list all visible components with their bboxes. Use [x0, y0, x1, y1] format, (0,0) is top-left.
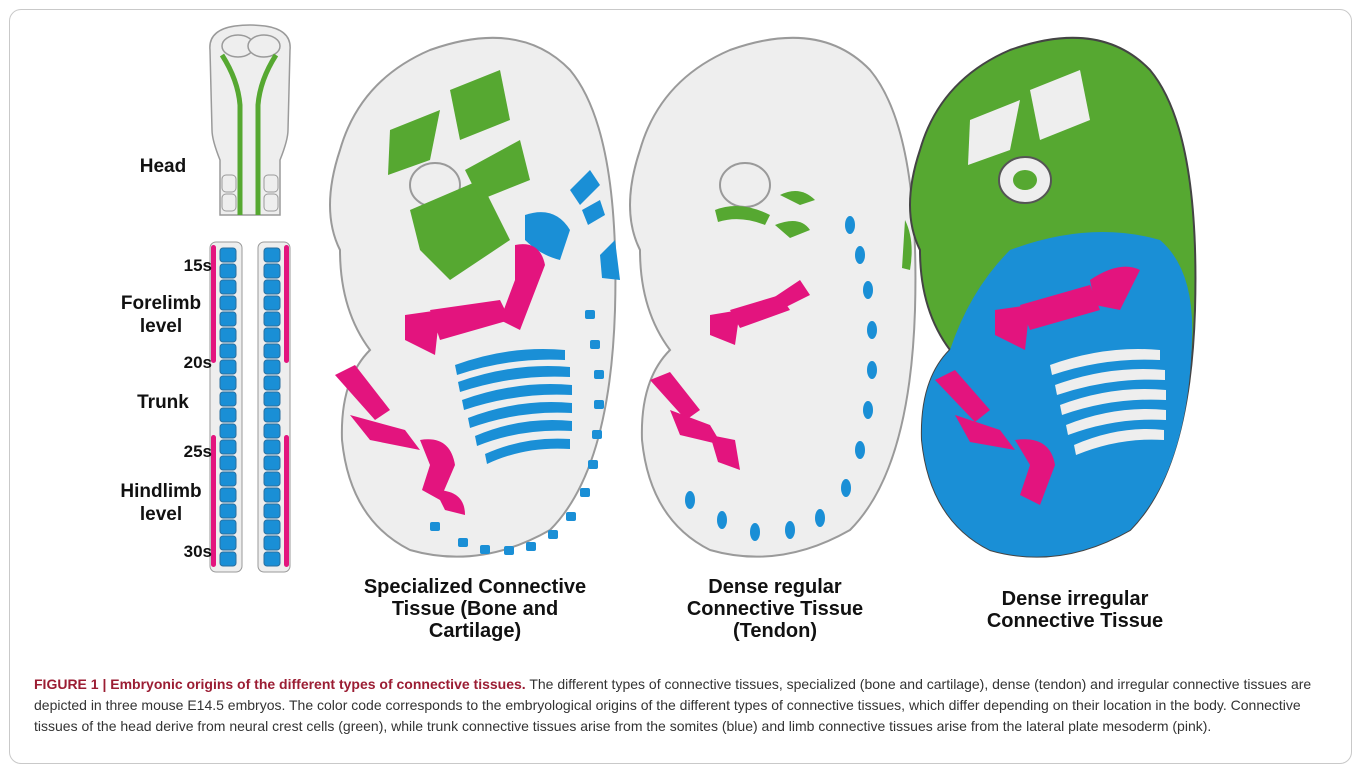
somite-column-diagram [210, 242, 290, 572]
figure-caption: FIGURE 1 | Embryonic origins of the diff… [34, 674, 1346, 737]
somite-stage-25s: 25s [152, 442, 212, 462]
figure-illustration [10, 10, 1351, 670]
figure-panel: Head Forelimb level Trunk Hindlimb level… [9, 9, 1352, 764]
panel-title-dense-irregular: Dense irregular Connective Tissue [960, 588, 1190, 632]
figure-caption-label: FIGURE 1 | Embryonic origins of the diff… [34, 676, 526, 692]
label-hindlimb-level: Hindlimb level [106, 480, 216, 526]
neural-tube-head-diagram [210, 25, 290, 215]
embryo-dense-regular [630, 38, 915, 557]
embryo-specialized [330, 38, 620, 570]
label-trunk: Trunk [118, 392, 208, 414]
somite-stage-15s: 15s [152, 256, 212, 276]
panel-title-dense-regular: Dense regular Connective Tissue (Tendon) [660, 576, 890, 642]
label-forelimb-level: Forelimb level [106, 292, 216, 338]
somite-stage-30s: 30s [152, 542, 212, 562]
embryo-dense-irregular [910, 38, 1195, 557]
label-head: Head [118, 156, 208, 178]
panel-title-specialized: Specialized Connective Tissue (Bone and … [350, 576, 600, 642]
somite-stage-20s: 20s [152, 353, 212, 373]
